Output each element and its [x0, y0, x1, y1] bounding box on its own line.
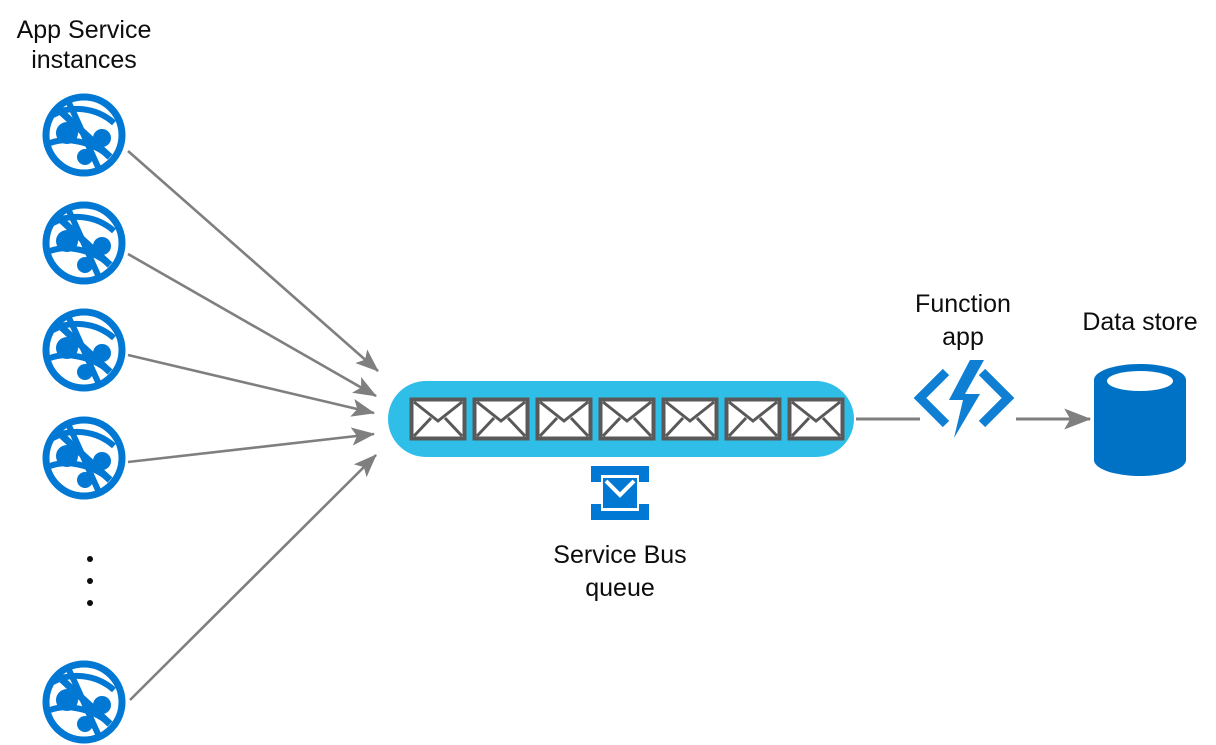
envelope-icon[interactable]	[598, 397, 656, 441]
envelope-icon[interactable]	[472, 397, 530, 441]
instances-ellipsis	[87, 556, 93, 606]
connector-arrow	[127, 150, 379, 372]
data-store-cylinder-icon[interactable]	[1094, 364, 1186, 476]
app-service-globe-icon[interactable]	[46, 420, 122, 496]
app-service-label-line2: instances	[31, 46, 137, 74]
ellipsis-dot	[87, 578, 93, 584]
service-bus-queue-capsule[interactable]	[388, 381, 854, 457]
instance-to-queue-arrows	[127, 150, 379, 701]
envelope-icon[interactable]	[787, 397, 845, 441]
envelope-icon[interactable]	[724, 397, 782, 441]
function-app-label-line2: app	[942, 323, 984, 351]
connector-arrow	[129, 454, 377, 701]
app-service-globe-icon[interactable]	[46, 97, 122, 173]
ellipsis-dot	[87, 600, 93, 606]
app-service-instances-group	[46, 97, 122, 740]
service-bus-label-line2: queue	[585, 574, 655, 602]
app-service-globe-icon[interactable]	[46, 312, 122, 388]
service-bus-icon[interactable]	[589, 464, 651, 522]
function-app-label-line1: Function	[915, 290, 1011, 318]
data-store-label: Data store	[1082, 308, 1197, 336]
function-app-icon[interactable]	[920, 360, 1008, 438]
app-service-globe-icon[interactable]	[46, 664, 122, 740]
service-bus-label-line1: Service Bus	[553, 541, 686, 569]
envelope-icon[interactable]	[661, 397, 719, 441]
envelope-icon[interactable]	[409, 397, 467, 441]
envelope-icon[interactable]	[535, 397, 593, 441]
app-service-globe-icon[interactable]	[46, 205, 122, 281]
connector-arrow	[127, 252, 377, 398]
connector-arrow	[127, 427, 376, 464]
ellipsis-dot	[87, 556, 93, 562]
app-service-label-line1: App Service	[17, 16, 152, 44]
connector-arrow	[127, 353, 376, 417]
